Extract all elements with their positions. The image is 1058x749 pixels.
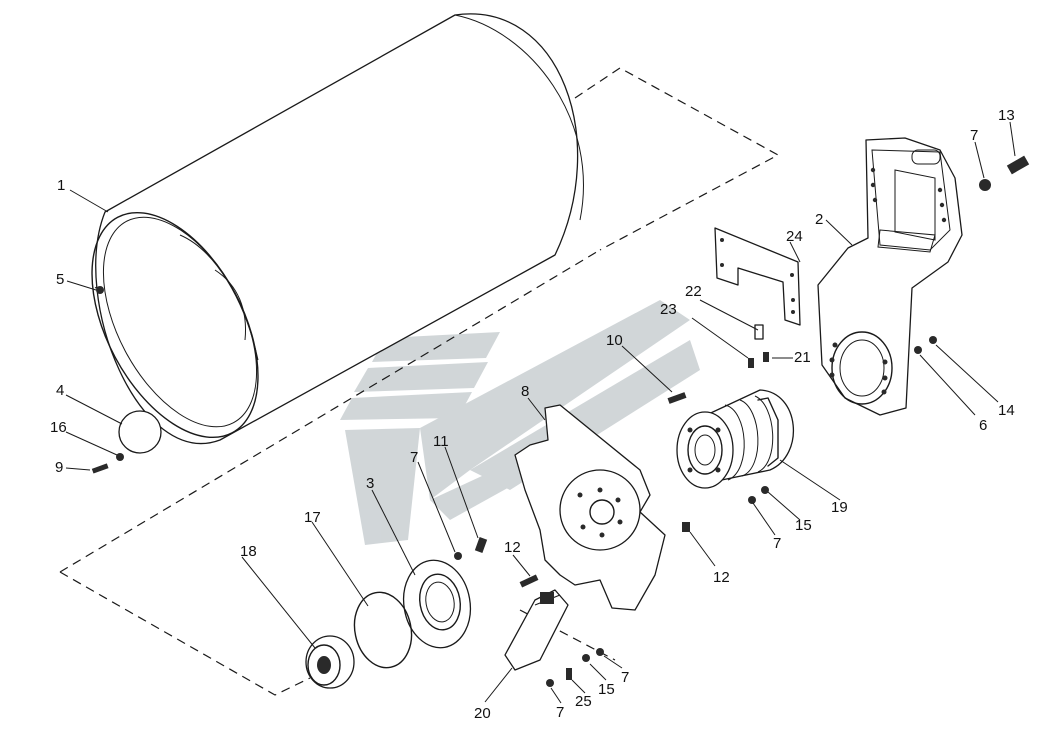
label-3: 3 (366, 475, 374, 492)
bearing-cover (504, 589, 569, 671)
mounting-bracket (817, 137, 963, 416)
fasteners (91, 155, 1030, 687)
label-7e: 7 (556, 704, 564, 721)
cover-plate (118, 410, 162, 454)
label-18: 18 (240, 543, 257, 560)
label-16: 16 (50, 419, 67, 436)
drum-cylinder (91, 13, 584, 444)
shim-plate (714, 227, 801, 326)
label-14: 14 (998, 402, 1015, 419)
label-7d: 7 (621, 669, 629, 686)
bearing-housing (402, 559, 472, 649)
label-6: 6 (979, 417, 987, 434)
label-19: 19 (831, 499, 848, 516)
label-24: 24 (786, 228, 803, 245)
ball-bearing (305, 635, 355, 689)
o-ring (353, 591, 413, 669)
label-15b: 15 (598, 681, 615, 698)
label-25: 25 (575, 693, 592, 710)
label-12b: 12 (713, 569, 730, 586)
label-11: 11 (433, 433, 449, 450)
label-4: 4 (56, 382, 64, 399)
label-21: 21 (794, 349, 811, 366)
hydraulic-motor (676, 324, 794, 489)
gasket-plate (514, 404, 666, 611)
label-5: 5 (56, 271, 64, 288)
label-17: 17 (304, 509, 321, 526)
label-20: 20 (474, 705, 491, 722)
label-7a: 7 (410, 449, 418, 466)
label-8: 8 (521, 383, 529, 400)
label-22: 22 (685, 283, 702, 300)
label-10: 10 (606, 332, 623, 349)
label-13: 13 (998, 107, 1015, 124)
label-1: 1 (57, 177, 65, 194)
label-7c: 7 (773, 535, 781, 552)
label-9: 9 (55, 459, 63, 476)
label-12a: 12 (504, 539, 521, 556)
label-23: 23 (660, 301, 677, 318)
label-7b: 7 (970, 127, 978, 144)
label-2: 2 (815, 211, 823, 228)
label-15a: 15 (795, 517, 812, 534)
leader-lines (65, 121, 1016, 704)
part-labels: 1 2 3 4 5 6 7 7 7 7 7 8 9 10 11 12 12 13… (50, 107, 1015, 722)
